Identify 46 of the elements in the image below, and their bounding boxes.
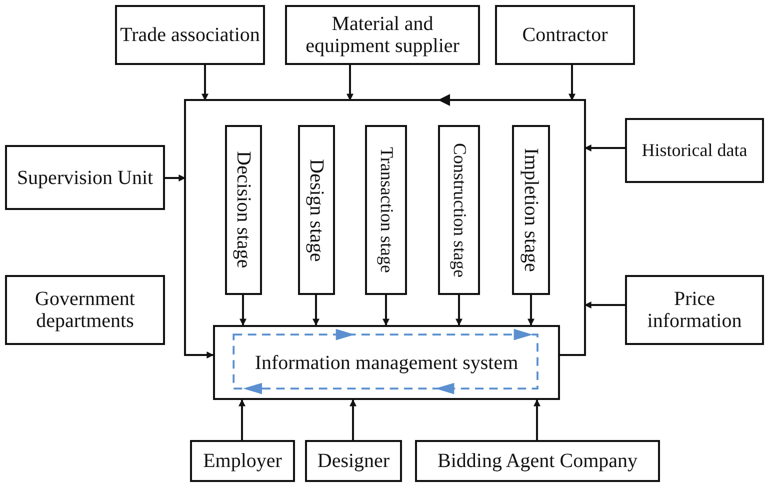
node-label: Trade association [120, 24, 260, 46]
node-label: Design stage [306, 158, 328, 262]
arrow [584, 144, 625, 152]
process-box [5, 145, 165, 210]
process-box [285, 5, 480, 65]
node-label: Employer [203, 450, 282, 472]
arrow [382, 295, 390, 326]
process-box [415, 440, 660, 482]
arrow [456, 295, 462, 326]
stage-box [438, 125, 480, 295]
arrow [240, 295, 246, 326]
node-label: Supervision Unit [16, 166, 154, 188]
stage-box [298, 125, 335, 295]
arrow [312, 295, 320, 326]
node-label: Bidding Agent Company [438, 450, 638, 472]
process-box [305, 440, 402, 482]
node-label: Decision stage [232, 151, 254, 269]
stage-box [365, 125, 407, 295]
process-box [190, 440, 295, 482]
arrow [165, 174, 186, 182]
node-label: Historical data [642, 140, 748, 160]
node-label: Construction stage [449, 142, 469, 278]
node-label: Contractor [522, 24, 608, 46]
arrow [202, 65, 208, 101]
stage-box [512, 125, 550, 295]
node-label: Impletion stage [520, 148, 542, 272]
node-label: Government departments [34, 288, 136, 332]
process-box [625, 118, 764, 183]
node-label: Material and equipment supplier [304, 13, 460, 57]
arrow [528, 295, 534, 326]
node-label: Information management system [254, 352, 518, 374]
arrow [584, 302, 625, 308]
arrow [238, 399, 246, 440]
arrow [568, 65, 576, 101]
process-box [495, 5, 635, 65]
stage-box [225, 125, 262, 295]
arrow [184, 99, 586, 358]
process-box [5, 275, 165, 345]
process-box [115, 5, 265, 65]
process-box [625, 275, 764, 345]
node-label: Transaction stage [376, 147, 396, 273]
node-label: Designer [317, 450, 390, 472]
arrow [534, 399, 540, 440]
node-label: Price information [646, 288, 743, 332]
arrow [346, 65, 354, 101]
arrow [350, 399, 356, 440]
